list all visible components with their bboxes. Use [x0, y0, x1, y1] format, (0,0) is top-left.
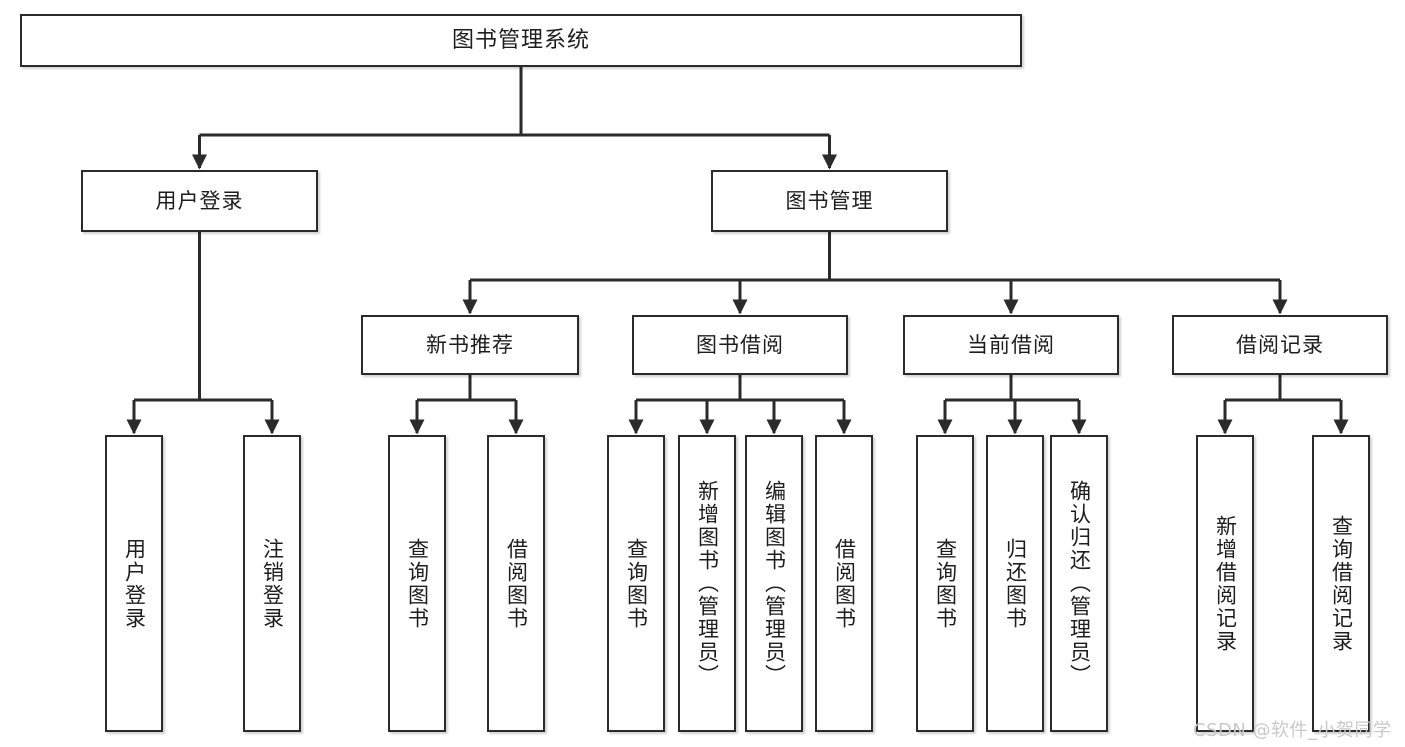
node-label: 当前借阅 — [967, 332, 1055, 357]
node-label: 编辑图书（管理员） — [762, 480, 787, 687]
node-label: 查询图书 — [624, 537, 649, 630]
node-user-login[interactable]: 用户登录 — [81, 170, 318, 232]
node-book-manage[interactable]: 图书管理 — [711, 170, 948, 232]
node-label: 查询图书 — [933, 537, 958, 630]
node-borrow-record[interactable]: 借阅记录 — [1172, 315, 1388, 375]
node-label: 新增图书（管理员） — [695, 480, 720, 687]
node-leaf-user-logout[interactable]: 注销登录 — [243, 435, 301, 732]
node-leaf-user-login[interactable]: 用户登录 — [105, 435, 163, 732]
node-label: 新增借阅记录 — [1213, 514, 1238, 653]
node-label: 确认归还（管理员） — [1067, 480, 1092, 687]
node-leaf-query-book-3[interactable]: 查询图书 — [916, 435, 974, 732]
node-label: 注销登录 — [260, 537, 285, 630]
node-leaf-borrow-book-2[interactable]: 借阅图书 — [815, 435, 873, 732]
node-leaf-confirm-return[interactable]: 确认归还（管理员） — [1050, 435, 1108, 732]
node-leaf-edit-book[interactable]: 编辑图书（管理员） — [745, 435, 803, 732]
node-leaf-add-record[interactable]: 新增借阅记录 — [1196, 435, 1254, 732]
node-leaf-query-book-1[interactable]: 查询图书 — [388, 435, 446, 732]
node-label: 用户登录 — [122, 537, 147, 630]
node-leaf-return-book[interactable]: 归还图书 — [986, 435, 1044, 732]
node-label: 借阅图书 — [832, 537, 857, 630]
node-root[interactable]: 图书管理系统 — [20, 14, 1022, 67]
node-label: 图书管理系统 — [451, 27, 590, 53]
node-label: 查询借阅记录 — [1329, 514, 1354, 653]
node-label: 归还图书 — [1003, 537, 1028, 630]
node-label: 新书推荐 — [426, 332, 514, 357]
node-leaf-borrow-book-1[interactable]: 借阅图书 — [487, 435, 545, 732]
node-new-book-rec[interactable]: 新书推荐 — [361, 315, 579, 375]
node-label: 图书借阅 — [696, 332, 784, 357]
node-label: 图书管理 — [785, 188, 874, 213]
node-current-borrow[interactable]: 当前借阅 — [903, 315, 1119, 375]
node-leaf-query-book-2[interactable]: 查询图书 — [607, 435, 665, 732]
node-leaf-query-record[interactable]: 查询借阅记录 — [1312, 435, 1370, 732]
node-label: 查询图书 — [405, 537, 430, 630]
node-book-borrow[interactable]: 图书借阅 — [632, 315, 848, 375]
node-label: 借阅图书 — [504, 537, 529, 630]
node-leaf-add-book[interactable]: 新增图书（管理员） — [678, 435, 736, 732]
node-label: 用户登录 — [155, 188, 244, 213]
node-label: 借阅记录 — [1236, 332, 1324, 357]
